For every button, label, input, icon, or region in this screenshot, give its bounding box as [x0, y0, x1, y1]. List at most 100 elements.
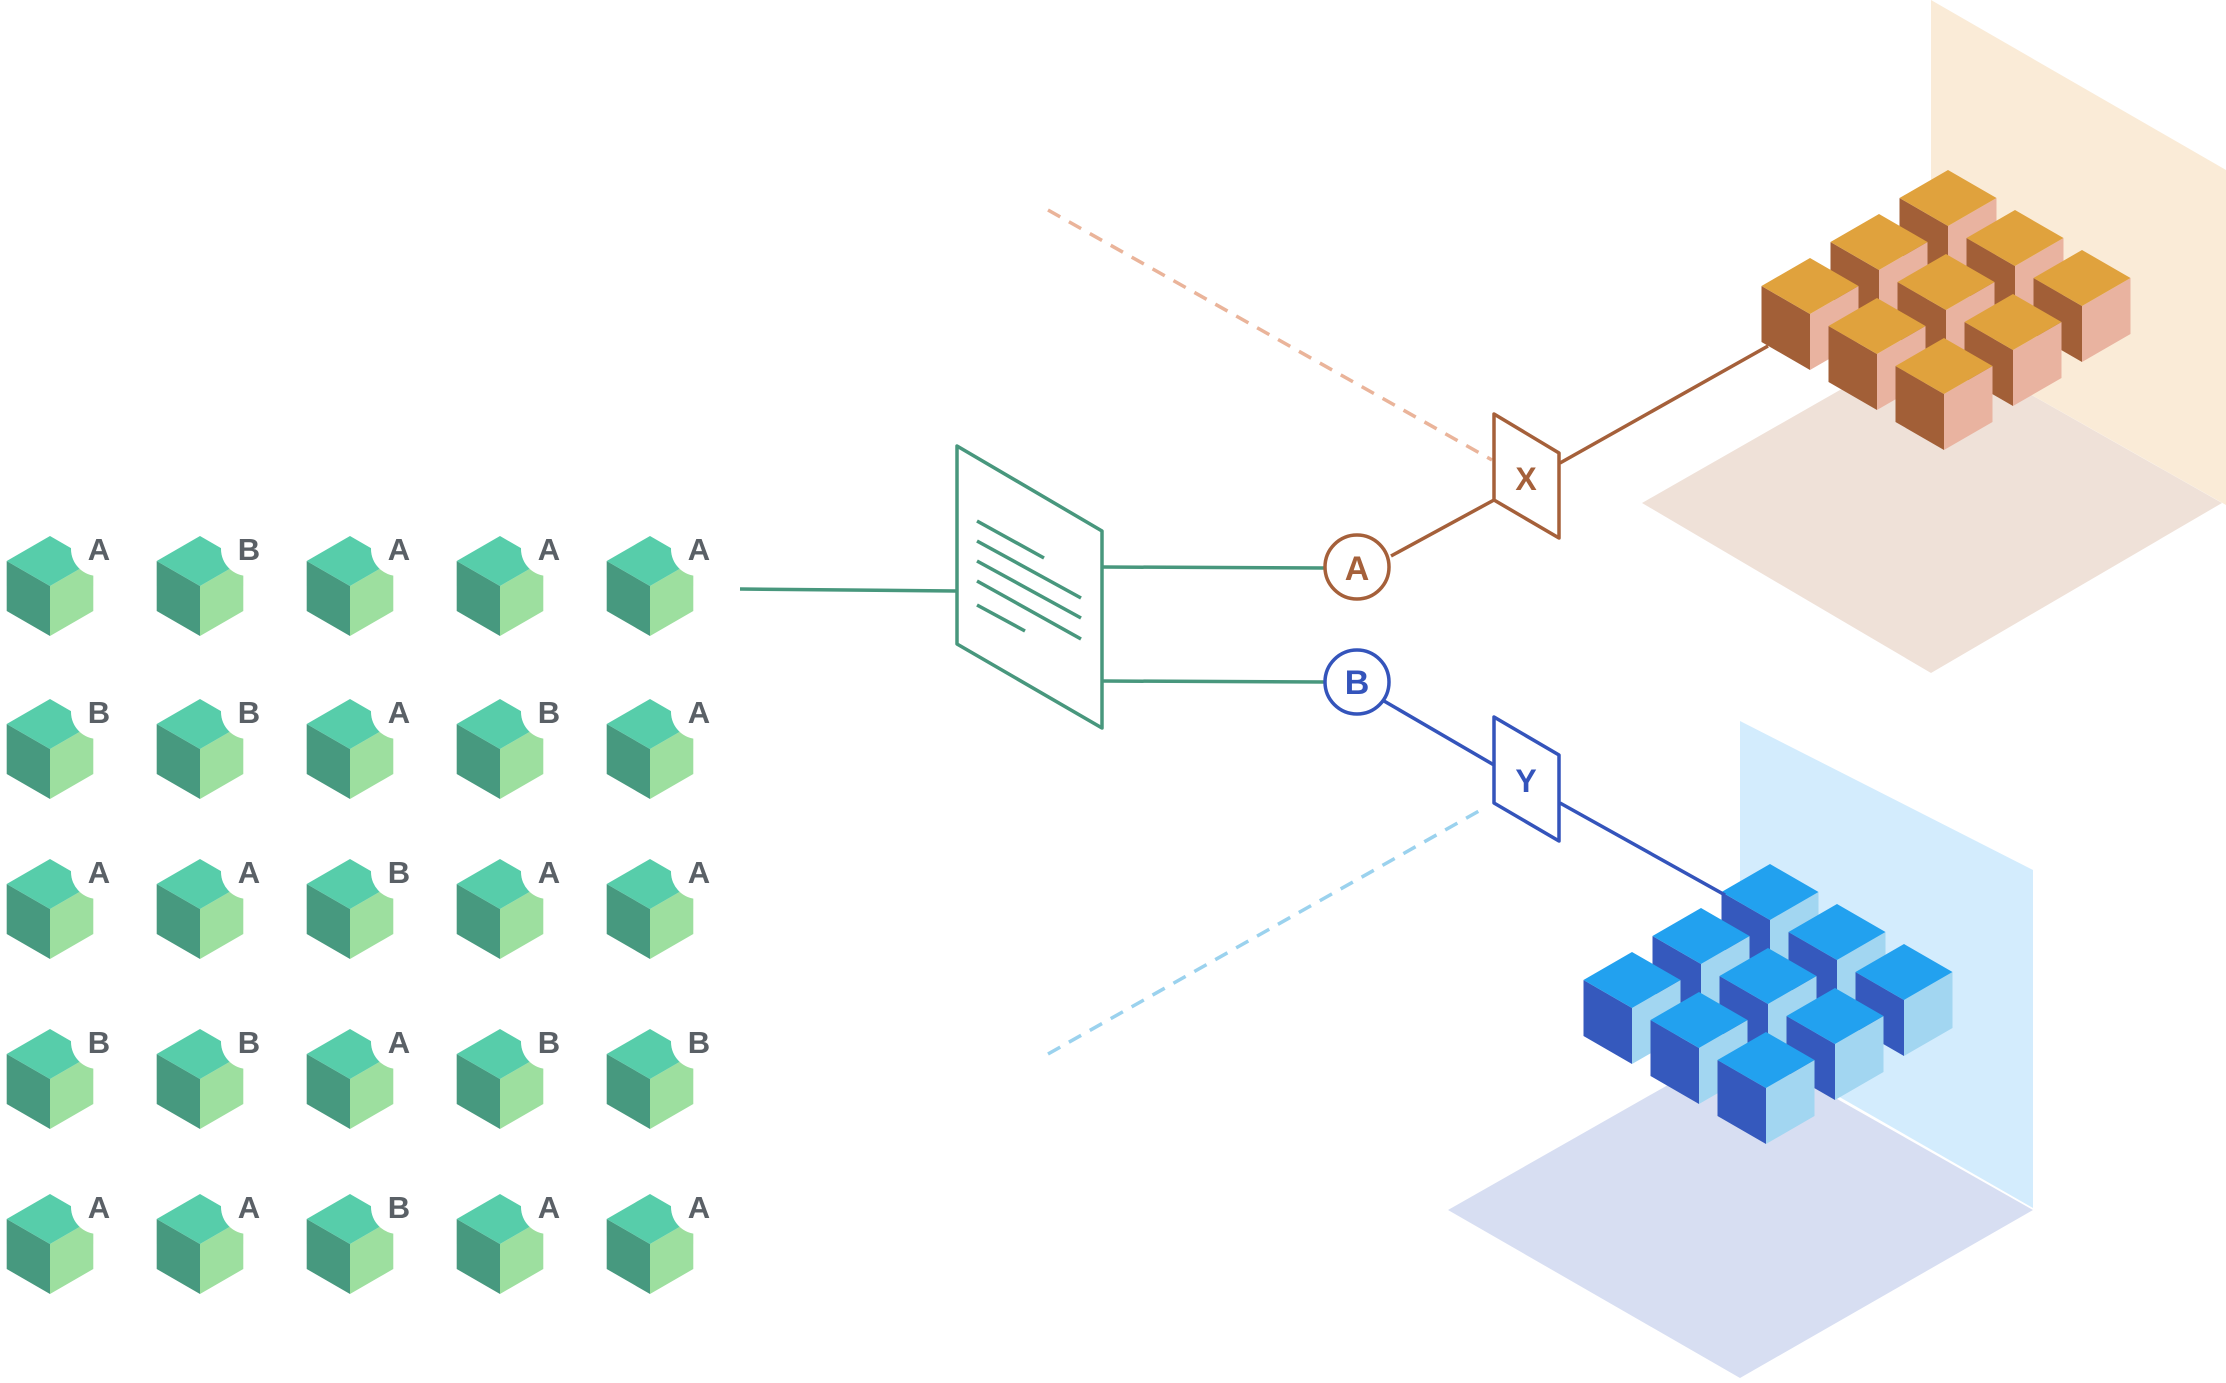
- node-a: A: [1323, 533, 1391, 601]
- cube-top-face: [1721, 864, 1819, 920]
- cube-left-face: [306, 561, 350, 636]
- item-label: A: [238, 855, 260, 890]
- cube-right-face: [200, 1054, 244, 1129]
- cube-top-face: [1966, 210, 2064, 266]
- cube-right-face: [350, 1054, 394, 1129]
- cube-top-face: [606, 699, 694, 749]
- cube-right-face: [350, 884, 394, 959]
- gate-x-shape: [1492, 412, 1561, 540]
- output-zone-b: [1448, 721, 2033, 1378]
- x-to-cluster-connector: [1559, 344, 1769, 465]
- document-line: [976, 603, 1026, 633]
- cube-icon: [606, 699, 694, 799]
- cube-top-face: [1788, 904, 1886, 960]
- cube-left-face: [606, 724, 650, 799]
- cube-top-face: [456, 1029, 544, 1079]
- cube-icon: [606, 859, 694, 959]
- item-label: A: [538, 532, 560, 567]
- cube-icon: [456, 1029, 544, 1129]
- classifier-document: [955, 444, 1104, 730]
- cube-icon: [456, 859, 544, 959]
- cube-top-face: [606, 859, 694, 909]
- cube-top-face: [606, 536, 694, 586]
- label-badge: [71, 845, 125, 899]
- cube-left-face: [306, 724, 350, 799]
- item-label: A: [238, 1190, 260, 1225]
- item-label: B: [238, 1025, 260, 1060]
- cube-top-face: [1897, 254, 1995, 310]
- label-badge: [671, 685, 725, 739]
- cube-top-face: [1717, 1032, 1815, 1088]
- cube-left-face: [306, 884, 350, 959]
- item-label: A: [388, 1025, 410, 1060]
- gate-y-label: Y: [1515, 763, 1536, 799]
- cube-left-face: [6, 561, 50, 636]
- item-label: B: [538, 695, 560, 730]
- cube-top-face: [456, 699, 544, 749]
- cube-top-face: [1583, 952, 1681, 1008]
- item-label: B: [388, 1190, 410, 1225]
- cube-right-face: [500, 1219, 544, 1294]
- item-label: B: [388, 855, 410, 890]
- item-label: B: [238, 695, 260, 730]
- label-badge: [221, 522, 275, 576]
- cube-right-face: [650, 724, 694, 799]
- input-item: A: [156, 1180, 275, 1294]
- cube-left-face: [6, 1054, 50, 1129]
- label-badge: [71, 685, 125, 739]
- input-item: B: [306, 1180, 425, 1294]
- cube-icon: [156, 1194, 244, 1294]
- label-badge: [371, 1180, 425, 1234]
- input-item: A: [306, 685, 425, 799]
- input-item: A: [606, 522, 725, 636]
- label-badge: [221, 685, 275, 739]
- input-connector: [739, 587, 957, 593]
- label-badge: [521, 685, 575, 739]
- label-badge: [71, 1180, 125, 1234]
- cube-right-face: [500, 1054, 544, 1129]
- input-item: A: [6, 1180, 125, 1294]
- cube-right-face: [200, 884, 244, 959]
- cube-top-face: [1786, 988, 1884, 1044]
- cube-icon: [6, 699, 94, 799]
- input-item: B: [6, 685, 125, 799]
- input-item: B: [156, 685, 275, 799]
- document-line: [976, 579, 1082, 641]
- label-badge: [221, 1180, 275, 1234]
- cube-left-face: [156, 884, 200, 959]
- item-label: A: [88, 855, 110, 890]
- cube-left-face: [6, 724, 50, 799]
- dashed-guide-b: [1047, 805, 1487, 1056]
- input-item: B: [306, 845, 425, 959]
- input-item: A: [6, 522, 125, 636]
- cube-left-face: [306, 1054, 350, 1129]
- cube-top-face: [606, 1029, 694, 1079]
- label-badge: [521, 1015, 575, 1069]
- cube-top-face: [1855, 944, 1953, 1000]
- node-b: B: [1323, 648, 1391, 716]
- input-item: A: [606, 685, 725, 799]
- cube-top-face: [456, 536, 544, 586]
- cube-left-face: [606, 1219, 650, 1294]
- label-badge: [371, 685, 425, 739]
- cube-icon: [6, 536, 94, 636]
- label-badge: [671, 522, 725, 576]
- label-badge: [371, 1015, 425, 1069]
- input-item: B: [156, 522, 275, 636]
- cube-right-face: [200, 561, 244, 636]
- cube-icon: [606, 536, 694, 636]
- cube-left-face: [6, 1219, 50, 1294]
- cube-icon: [606, 1029, 694, 1129]
- input-item: B: [156, 1015, 275, 1129]
- cube-top-face: [456, 859, 544, 909]
- cube-top-face: [456, 1194, 544, 1244]
- a-to-x-connector: [1390, 498, 1495, 558]
- cube-top-face: [1830, 214, 1928, 270]
- cube-left-face: [456, 1054, 500, 1129]
- cube-top-face: [1828, 298, 1926, 354]
- input-item: A: [456, 845, 575, 959]
- cube-left-face: [156, 561, 200, 636]
- input-item: A: [6, 845, 125, 959]
- gate-x-label: X: [1515, 461, 1537, 497]
